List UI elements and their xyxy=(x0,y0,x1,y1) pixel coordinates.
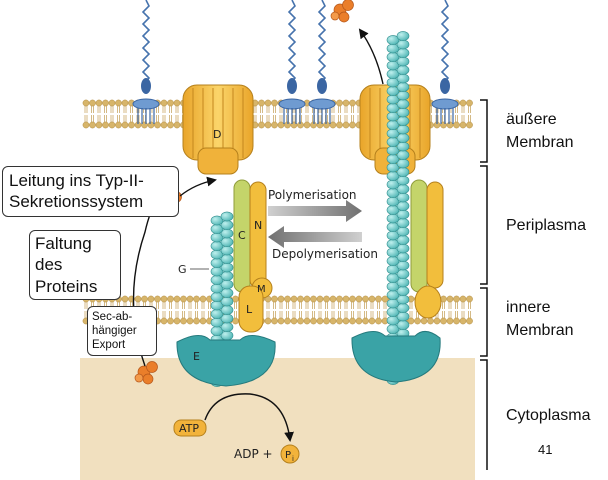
page-number: 41 xyxy=(538,442,553,457)
export-callout-line2: hängiger xyxy=(92,325,137,338)
periplasm-label: Periplasma xyxy=(506,217,587,234)
label-l: L xyxy=(246,303,253,316)
lps-glycan-chains xyxy=(132,0,459,124)
depolymerisation-arrow xyxy=(268,226,362,248)
label-m: M xyxy=(257,284,266,295)
secretion-callout-line2: Sekretionssystem xyxy=(9,192,144,212)
secretion-callout-line1: Leitung ins Typ-II- xyxy=(9,171,144,190)
inner-membrane-proteins-left xyxy=(233,179,273,333)
atpase-right xyxy=(351,331,441,383)
pi-subscript: i xyxy=(292,455,294,463)
atp-label: ATP xyxy=(179,422,199,435)
export-callout: Sec-ab- hängiger Export xyxy=(87,306,157,357)
pi-badge xyxy=(280,444,300,464)
label-n: N xyxy=(254,219,262,232)
secretion-arrow xyxy=(179,176,217,197)
polymerisation-arrow xyxy=(268,200,362,222)
label-d: D xyxy=(213,128,221,141)
region-brackets xyxy=(480,99,488,470)
export-callout-line3: Export xyxy=(92,339,126,352)
pi-label: P xyxy=(285,450,291,461)
inner-membrane-label: innere Membran xyxy=(506,299,574,340)
folding-callout-line2: Proteins xyxy=(35,276,98,296)
atpase-e-left xyxy=(176,335,276,387)
atp-hydrolysis-arrow xyxy=(204,393,294,442)
label-g: G xyxy=(178,263,187,276)
release-arrow xyxy=(358,28,384,85)
adp-label: ADP + xyxy=(234,447,273,461)
cytoplasm-label: Cytoplasma xyxy=(506,407,591,424)
secretin-complex-left xyxy=(182,84,254,175)
label-c: C xyxy=(238,229,246,242)
label-e: E xyxy=(193,350,200,363)
secretion-callout: Leitung ins Typ-II- Sekretionssystem xyxy=(2,166,179,217)
export-callout-line1: Sec-ab- xyxy=(92,311,133,323)
inner-membrane xyxy=(82,295,473,325)
folding-callout-line1: Faltung des xyxy=(35,234,92,275)
inner-membrane-proteins-right xyxy=(410,179,444,319)
atp-badge xyxy=(173,419,207,437)
outer-membrane-label: äußere Membran xyxy=(506,111,574,152)
polymerisation-label: Polymerisation xyxy=(268,188,357,202)
depolymerisation-label: Depolymerisation xyxy=(272,247,378,261)
folding-callout: Faltung des Proteins xyxy=(29,230,121,300)
